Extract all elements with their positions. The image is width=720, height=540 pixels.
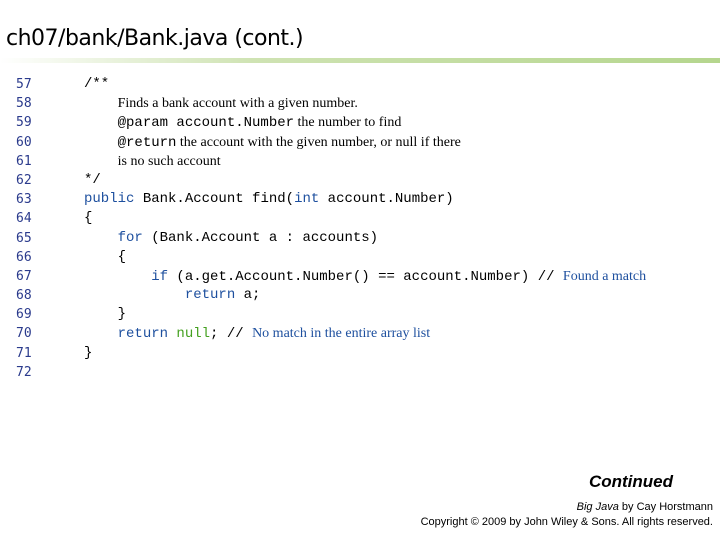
code-text: ; // — [210, 326, 253, 343]
code-text: Bank.Account find( — [134, 191, 295, 208]
keyword: return — [117, 326, 169, 343]
code-line-71: } — [84, 344, 714, 363]
code-line-65: for (Bank.Account a : accounts) — [84, 229, 714, 248]
line-number-gutter: 57 58 59 60 61 62 63 64 65 66 67 68 69 7… — [16, 75, 40, 382]
open-brace: { — [117, 248, 127, 265]
code-line-61: is no such account — [84, 152, 714, 171]
line-number: 59 — [16, 115, 32, 131]
code-line-66: { — [84, 248, 714, 267]
null-literal: null — [168, 326, 211, 343]
close-brace: } — [84, 344, 93, 361]
book-title: Big Java — [576, 501, 619, 513]
doc-comment-text: the account with the given number, or nu… — [176, 134, 461, 150]
line-number: 57 — [16, 77, 32, 92]
doc-comment-text: the number to find — [294, 115, 402, 131]
line-number: 69 — [16, 307, 32, 323]
line-number: 64 — [16, 211, 32, 227]
keyword: int — [294, 191, 320, 208]
inline-comment: Found a match — [562, 268, 647, 284]
keyword: for — [117, 229, 143, 246]
doc-param-tag: @param account.Number — [117, 115, 295, 132]
continued-label: Continued — [588, 472, 673, 491]
code-text: (a.get.Account.Number() == account.Numbe… — [168, 268, 563, 285]
line-number: 67 — [16, 268, 32, 284]
code-line-57: /** — [84, 75, 714, 94]
code-line-70: return null; // No match in the entire a… — [84, 324, 714, 343]
line-number: 62 — [16, 172, 32, 188]
code-line-68: return a; — [84, 286, 714, 305]
keyword: if — [151, 268, 169, 285]
book-credit: Big Java by Cay Horstmann — [421, 500, 713, 515]
code-line-69: } — [84, 305, 714, 324]
code-text: account.Number) — [319, 191, 454, 208]
line-number: 63 — [16, 192, 32, 208]
line-number: 70 — [16, 326, 32, 342]
line-number: 61 — [16, 153, 32, 169]
line-number: 60 — [16, 134, 32, 150]
line-number: 58 — [16, 96, 32, 112]
code-line-67: if (a.get.Account.Number() == account.Nu… — [84, 267, 714, 286]
code-line-62: */ — [84, 171, 714, 190]
code-text: (Bank.Account a : accounts) — [142, 229, 379, 246]
code-line-64: { — [84, 209, 714, 228]
code-text: a; — [235, 287, 261, 304]
inline-comment: No match in the entire array list — [252, 326, 431, 342]
doc-return-tag: @return — [117, 134, 177, 151]
code-line-72 — [84, 363, 714, 382]
doc-comment-text: Finds a bank account with a given number… — [117, 96, 358, 112]
book-author: by Cay Horstmann — [618, 501, 713, 513]
line-number: 71 — [16, 345, 32, 361]
keyword: return — [184, 287, 236, 304]
doc-comment-close: */ — [84, 171, 101, 188]
line-number: 65 — [16, 230, 32, 246]
close-brace: } — [117, 306, 127, 323]
line-number: 72 — [16, 364, 32, 380]
title-underline-bar — [0, 58, 720, 63]
code-listing: /** Finds a bank account with a given nu… — [84, 75, 714, 382]
open-brace: { — [84, 210, 93, 227]
code-line-58: Finds a bank account with a given number… — [84, 94, 714, 113]
copyright-notice: Copyright © 2009 by John Wiley & Sons. A… — [420, 516, 713, 528]
line-number: 66 — [16, 249, 32, 265]
doc-comment-text: is no such account — [117, 153, 221, 169]
doc-comment-open: /** — [84, 76, 110, 92]
code-line-63: public Bank.Account find(int account.Num… — [84, 190, 714, 209]
line-number: 68 — [16, 288, 32, 304]
slide-title: ch07/bank/Bank.java (cont.) — [6, 26, 304, 51]
code-line-60: @return the account with the given numbe… — [84, 133, 714, 152]
copyright-credit: Big Java by Cay Horstmann Copyright © 20… — [421, 500, 713, 530]
keyword: public — [84, 191, 135, 208]
code-line-59: @param account.Number the number to find — [84, 113, 714, 132]
